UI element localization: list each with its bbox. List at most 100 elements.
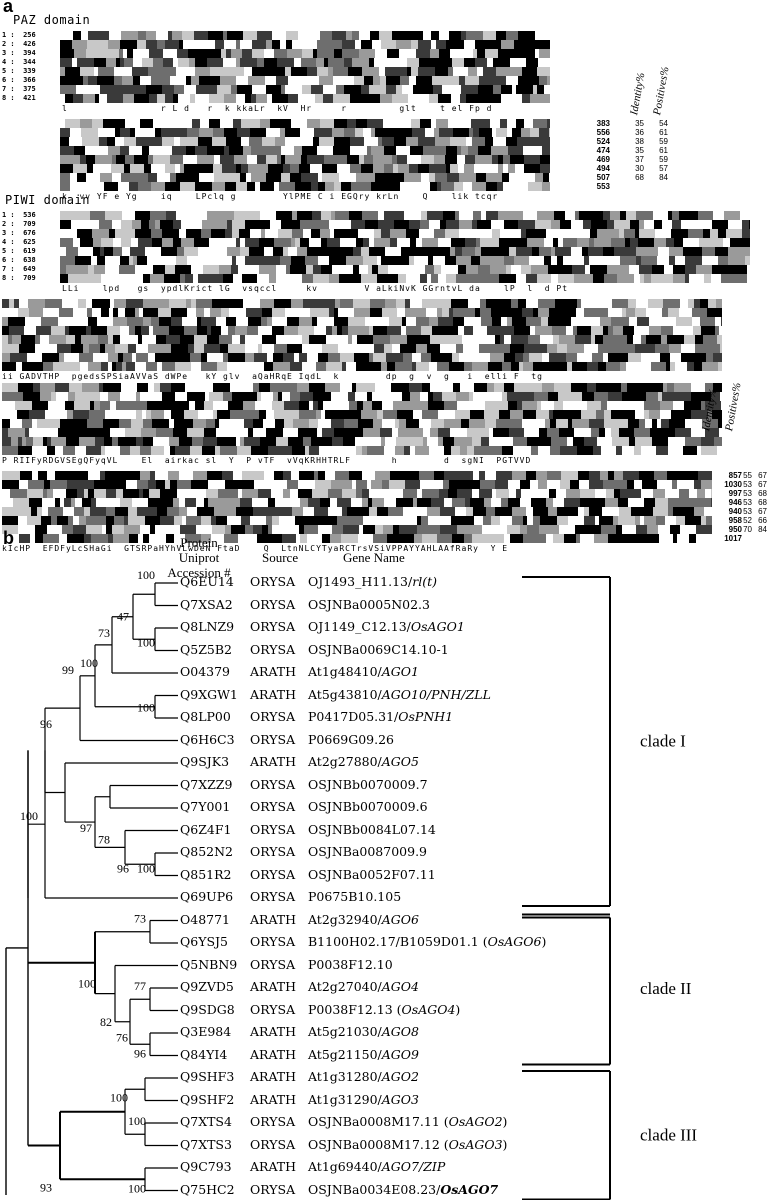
residue-cell — [557, 344, 567, 353]
residue-cell — [173, 58, 178, 67]
residue-cell — [122, 211, 135, 220]
residue-cell — [501, 317, 507, 326]
residue-cell — [694, 299, 700, 308]
residue-cell — [158, 308, 171, 317]
residue-cell — [2, 534, 19, 543]
panel-label-b: b — [3, 528, 14, 548]
residue-cell — [602, 507, 619, 516]
residue-cell — [225, 182, 236, 191]
residue-cell — [74, 146, 85, 155]
residue-cell — [113, 308, 118, 317]
residue-cell — [374, 344, 384, 353]
residue-cell — [243, 31, 257, 40]
residue-cell — [418, 40, 431, 49]
paz-seq2-row — [60, 164, 550, 173]
residue-cell — [294, 58, 301, 67]
residue-cell — [673, 326, 680, 335]
residue-cell — [191, 265, 203, 274]
residue-cell — [294, 146, 302, 155]
residue-cell — [22, 419, 32, 428]
residue-cell — [180, 164, 184, 173]
residue-cell — [491, 220, 504, 229]
residue-cell — [446, 220, 459, 229]
residue-cell — [301, 155, 307, 164]
residue-cell — [485, 119, 490, 128]
residue-cell — [253, 525, 262, 534]
residue-cell — [369, 58, 374, 67]
residue-cell — [244, 410, 259, 419]
residue-cell — [412, 428, 423, 437]
piwi-consensus-3: P RIIFyRDGVSEgQFyqVL El airkac sl Y P vT… — [2, 456, 532, 465]
residue-cell — [391, 383, 397, 392]
gene-symbol: OsAGO7 — [440, 1181, 499, 1197]
leaf-gene-name: OSJNBb0070009.7 — [308, 777, 428, 792]
residue-cell — [368, 265, 372, 274]
residue-cell — [399, 525, 404, 534]
residue-cell — [487, 326, 503, 335]
residue-cell — [705, 383, 713, 392]
residue-cell — [321, 265, 332, 274]
residue-cell — [544, 238, 553, 247]
piwi-seq-row — [60, 247, 750, 256]
residue-cell — [477, 67, 483, 76]
residue-cell — [365, 220, 378, 229]
residue-cell — [413, 335, 430, 344]
piwi-seq2-row — [2, 353, 722, 362]
residue-cell — [436, 119, 448, 128]
residue-cell — [264, 49, 274, 58]
residue-cell — [343, 525, 359, 534]
residue-cell — [460, 119, 471, 128]
residue-cell — [132, 67, 148, 76]
residue-cell — [361, 410, 377, 419]
residue-cell — [160, 516, 174, 525]
residue-cell — [188, 173, 199, 182]
residue-cell — [386, 85, 396, 94]
residue-cell — [260, 299, 274, 308]
residue-cell — [377, 256, 381, 265]
residue-cell — [74, 401, 90, 410]
residue-cell — [363, 238, 369, 247]
gene-symbol: OsAGO3 — [448, 1136, 503, 1152]
gene-symbol: OsPNH1 — [398, 709, 454, 724]
residue-cell — [452, 353, 459, 362]
residue-cell — [140, 392, 156, 401]
piwi-row-label: 3 : 676 — [2, 229, 36, 237]
residue-cell — [342, 76, 354, 85]
residue-cell — [99, 220, 112, 229]
residue-cell — [175, 164, 180, 173]
piwi-seq4-row — [2, 489, 712, 498]
residue-cell — [127, 49, 133, 58]
leaf-gene-name: OSJNBa0069C14.10-1 — [308, 642, 449, 657]
residue-cell — [603, 211, 610, 220]
residue-cell — [22, 362, 34, 371]
residue-cell — [670, 525, 680, 534]
residue-cell — [272, 40, 280, 49]
residue-cell — [126, 299, 143, 308]
residue-cell — [55, 446, 63, 455]
residue-cell — [245, 94, 251, 103]
residue-cell — [624, 229, 635, 238]
residue-cell — [412, 94, 429, 103]
residue-cell — [137, 383, 148, 392]
residue-cell — [68, 516, 73, 525]
residue-cell — [474, 353, 490, 362]
residue-cell — [387, 49, 399, 58]
residue-cell — [611, 428, 619, 437]
residue-cell — [701, 446, 709, 455]
residue-cell — [465, 155, 475, 164]
residue-cell — [378, 317, 389, 326]
residue-cell — [669, 344, 681, 353]
residue-cell — [675, 362, 687, 371]
residue-cell — [543, 173, 549, 182]
residue-cell — [437, 182, 441, 191]
residue-cell — [25, 507, 31, 516]
residue-cell — [485, 335, 495, 344]
residue-cell — [536, 471, 547, 480]
residue-cell — [230, 410, 234, 419]
residue-cell — [115, 85, 129, 94]
residue-cell — [373, 326, 387, 335]
residue-cell — [148, 353, 155, 362]
residue-cell — [530, 128, 539, 137]
residue-cell — [320, 119, 334, 128]
residue-cell — [523, 362, 533, 371]
